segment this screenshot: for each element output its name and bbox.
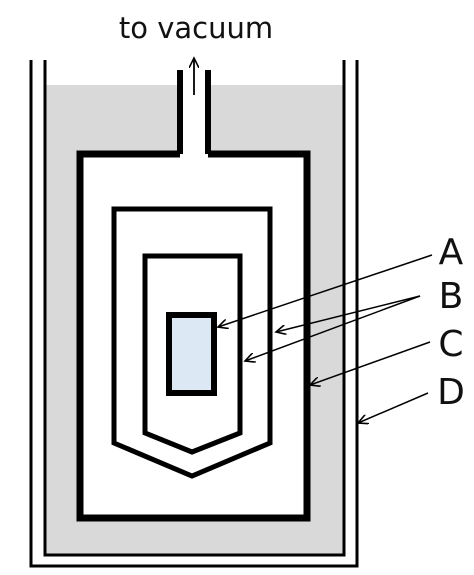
pointer-b-inner xyxy=(245,295,421,361)
callout-a-label: A xyxy=(439,232,464,273)
pointer-b-outer xyxy=(276,295,421,332)
callout-b-label: B xyxy=(439,276,464,317)
callout-c-label: C xyxy=(438,324,463,365)
callout-d-label: D xyxy=(437,372,465,413)
dewar-outer-wall xyxy=(29,60,359,568)
sample-block xyxy=(166,312,217,396)
inner-shield xyxy=(142,253,243,455)
vacuum-tube xyxy=(177,58,211,160)
dewar-inner-wall xyxy=(43,60,346,557)
to-vacuum-label: to vacuum xyxy=(119,11,273,45)
pointer-d xyxy=(358,392,429,423)
pointer-a xyxy=(218,254,433,327)
pointer-c xyxy=(310,341,431,385)
outer-shield xyxy=(111,206,273,479)
callout-pointers xyxy=(218,254,433,423)
